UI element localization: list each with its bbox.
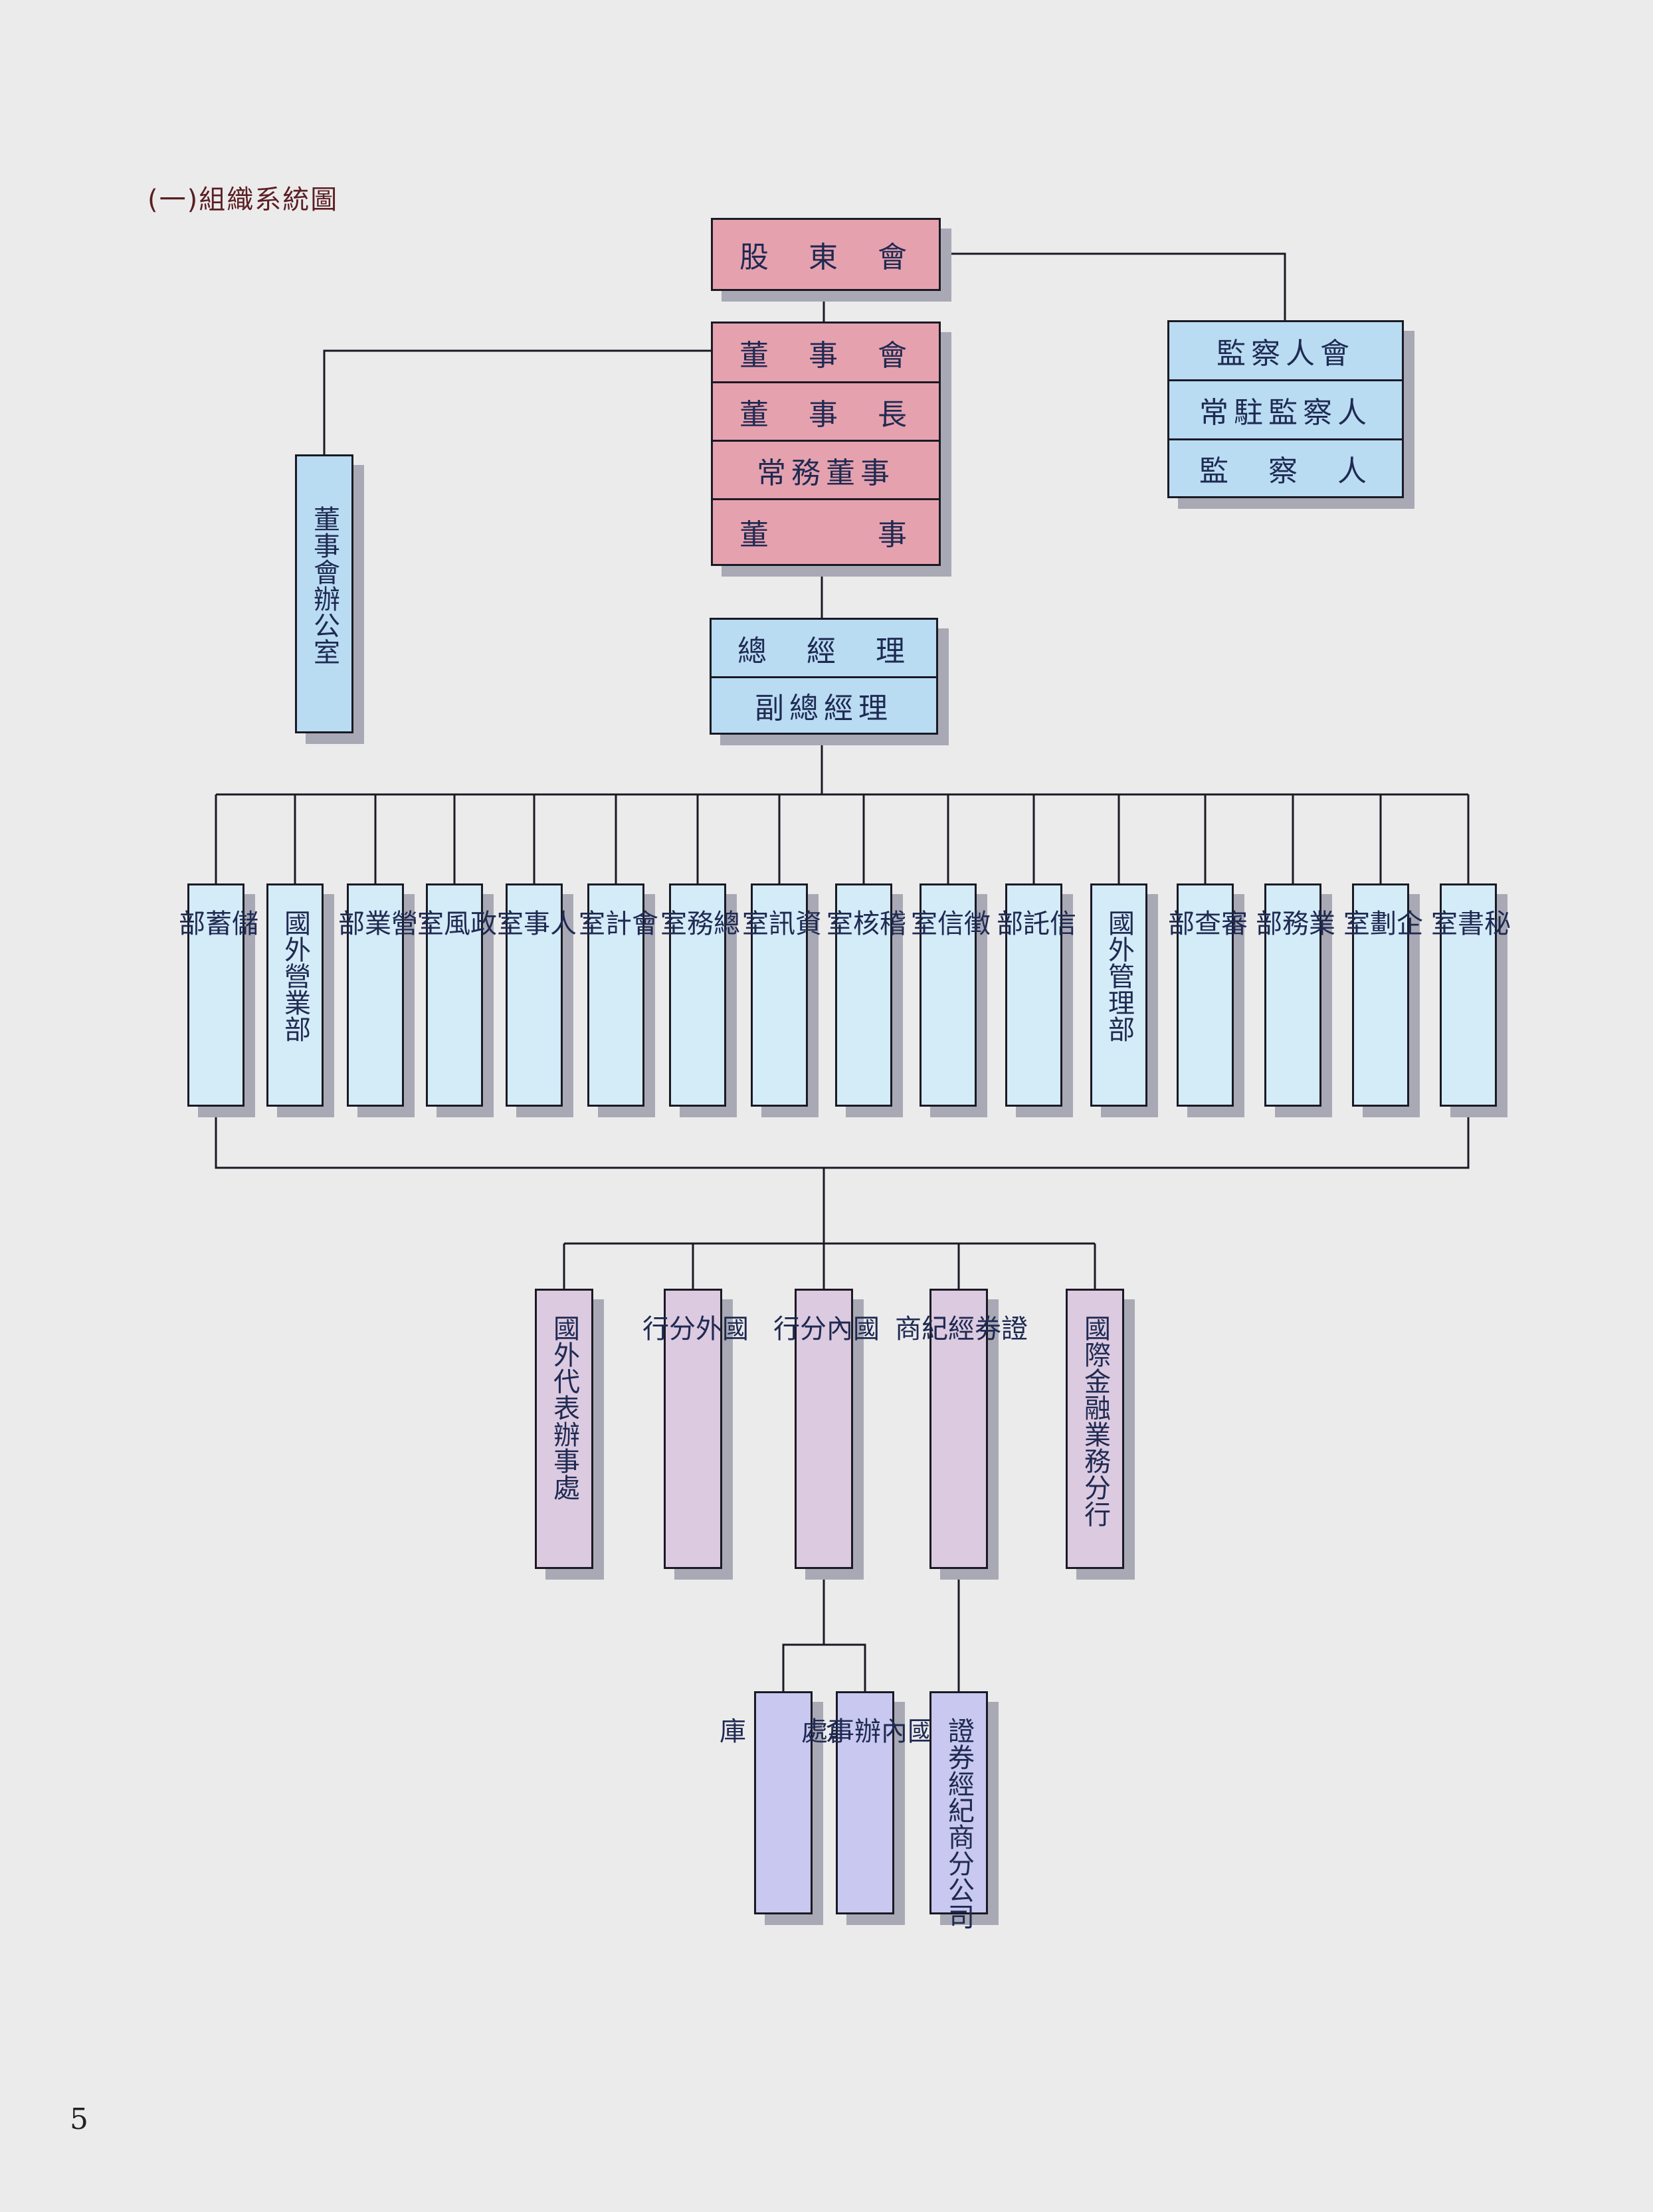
- supervisors-meeting-label: 監察人會: [1169, 322, 1402, 381]
- planning-office-box: 企 劃 室: [1339, 883, 1422, 1107]
- supervisor-label: 監 察 人: [1199, 454, 1372, 488]
- obu-branch-label: 國際金融業務分行: [1080, 1315, 1110, 1527]
- domestic-branch-box: 國 內 分 行: [769, 1289, 879, 1569]
- board-office-box: 董事會辦公室: [295, 454, 353, 733]
- domestic-branch-label: 國 內 分 行: [769, 1315, 879, 1341]
- domestic-office-label: 國 內 辦 事 處: [797, 1717, 933, 1744]
- trust-department-box: 信 託 部: [992, 883, 1076, 1107]
- planning-office-label: 企 劃 室: [1339, 909, 1422, 936]
- general-affairs-office-label: 總 務 室: [656, 909, 739, 936]
- overseas-branch-box: 國 外 分 行: [638, 1289, 748, 1569]
- operations-department-box: 業 務 部: [1251, 883, 1335, 1107]
- director-label: 董 事: [739, 518, 912, 552]
- savings-department-box: 儲 蓄 部: [174, 883, 258, 1107]
- secretariat-office-label: 秘 書 室: [1426, 909, 1510, 936]
- credit-office-label: 徵 信 室: [906, 909, 990, 936]
- savings-department-label: 儲 蓄 部: [174, 909, 258, 936]
- business-department-label: 營 業 部: [334, 909, 417, 936]
- review-department-label: 審 查 部: [1163, 909, 1247, 936]
- overseas-operations-department-label: 國外營業部: [280, 909, 310, 1042]
- personnel-office-box: 人 事 室: [492, 883, 576, 1107]
- business-department-box: 營 業 部: [334, 883, 417, 1107]
- overseas-operations-department-box: 國外營業部: [266, 883, 324, 1107]
- operations-department-label: 業 務 部: [1251, 909, 1335, 936]
- accounting-office-label: 會 計 室: [574, 909, 658, 936]
- ethics-office-box: 政 風 室: [413, 883, 496, 1107]
- page-number: 5: [70, 2102, 88, 2136]
- credit-office-box: 徵 信 室: [906, 883, 990, 1107]
- board-box: 董 事 會 董 事 長 常務董事 董 事: [711, 322, 941, 566]
- information-office-box: 資 訊 室: [737, 883, 821, 1107]
- overseas-branch-label: 國 外 分 行: [638, 1315, 748, 1341]
- shareholders-label: 股 東 會: [739, 240, 912, 274]
- board-office-label: 董事會辦公室: [309, 506, 340, 665]
- deputy-general-manager-label: 副總經理: [755, 691, 893, 725]
- audit-office-label: 稽 核 室: [822, 909, 906, 936]
- warehouse-box: 倉 庫: [715, 1691, 852, 1914]
- management-box: 總 經 理 副總經理: [710, 618, 938, 735]
- information-office-label: 資 訊 室: [737, 909, 821, 936]
- resident-supervisor-label: 常駐監察人: [1169, 381, 1402, 440]
- overseas-management-department-box: 國外管理部: [1090, 883, 1147, 1107]
- securities-broker-box: 證 券 經 紀 商: [890, 1289, 1027, 1569]
- audit-office-box: 稽 核 室: [822, 883, 906, 1107]
- secretariat-office-box: 秘 書 室: [1426, 883, 1510, 1107]
- obu-branch-box: 國際金融業務分行: [1066, 1289, 1124, 1569]
- securities-broker-branch-company-label: 證券經紀商分公司: [943, 1717, 974, 1930]
- accounting-office-box: 會 計 室: [574, 883, 658, 1107]
- personnel-office-label: 人 事 室: [492, 909, 576, 936]
- supervisors-box: 監察人會 常駐監察人 監 察 人: [1167, 320, 1404, 498]
- ethics-office-label: 政 風 室: [413, 909, 496, 936]
- general-affairs-office-box: 總 務 室: [656, 883, 739, 1107]
- chairman-label: 董 事 長: [713, 383, 939, 442]
- overseas-management-department-label: 國外管理部: [1104, 909, 1134, 1042]
- board-meeting-label: 董 事 會: [713, 323, 939, 383]
- review-department-box: 審 查 部: [1163, 883, 1247, 1107]
- page-title: (一)組織系統圖: [147, 185, 339, 215]
- overseas-rep-office-box: 國外代表辦事處: [535, 1289, 593, 1569]
- overseas-rep-office-label: 國外代表辦事處: [549, 1315, 579, 1501]
- securities-broker-branch-company-box: 證券經紀商分公司: [929, 1691, 988, 1930]
- trust-department-label: 信 託 部: [992, 909, 1076, 936]
- domestic-office-box: 國 內 辦 事 處: [797, 1691, 933, 1914]
- managing-director-label: 常務董事: [713, 442, 939, 500]
- general-manager-label: 總 經 理: [712, 620, 936, 678]
- securities-broker-label: 證 券 經 紀 商: [890, 1315, 1027, 1341]
- shareholders-meeting-box: 股 東 會: [711, 218, 941, 291]
